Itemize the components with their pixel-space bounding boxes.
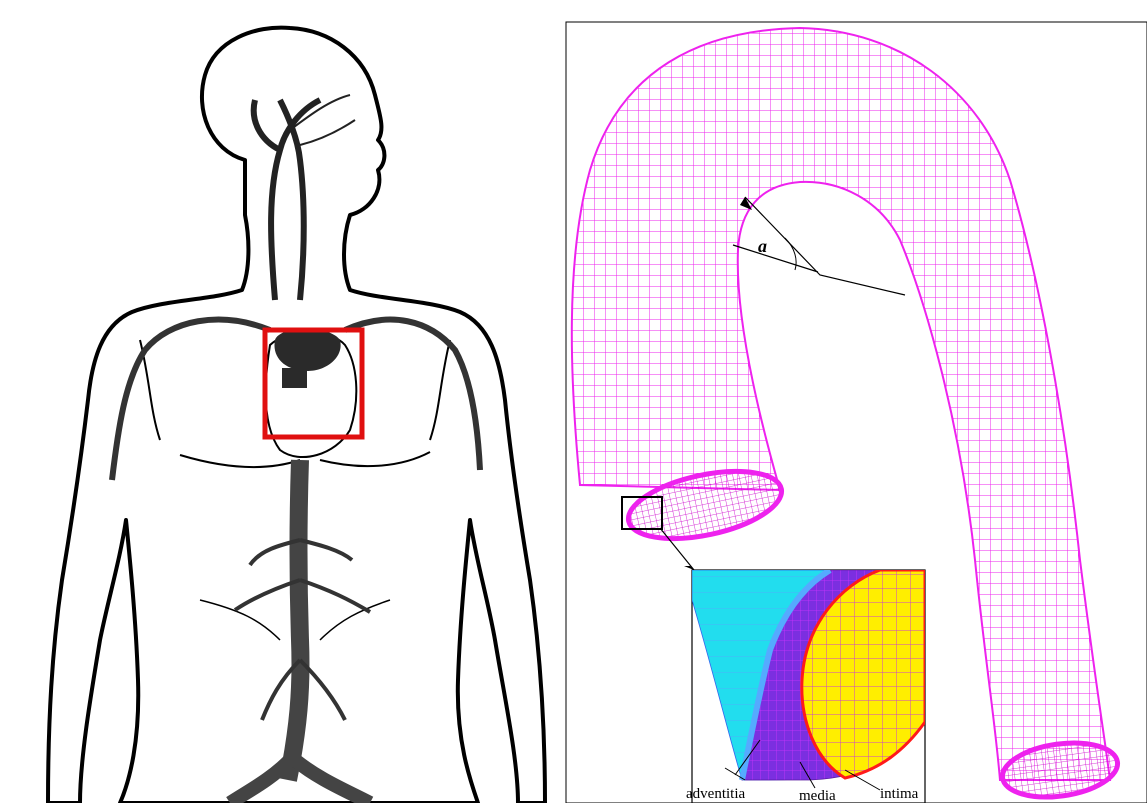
- wall-layers-inset: adventitia media intima: [686, 570, 925, 803]
- human-figure-illustration: [0, 0, 563, 803]
- adventitia-label: adventitia: [686, 786, 745, 802]
- angle-label: a: [758, 236, 767, 256]
- media-label: media: [799, 788, 836, 803]
- aortic-mesh-figure: a adventitia media: [566, 22, 1147, 803]
- intima-label: intima: [880, 786, 919, 802]
